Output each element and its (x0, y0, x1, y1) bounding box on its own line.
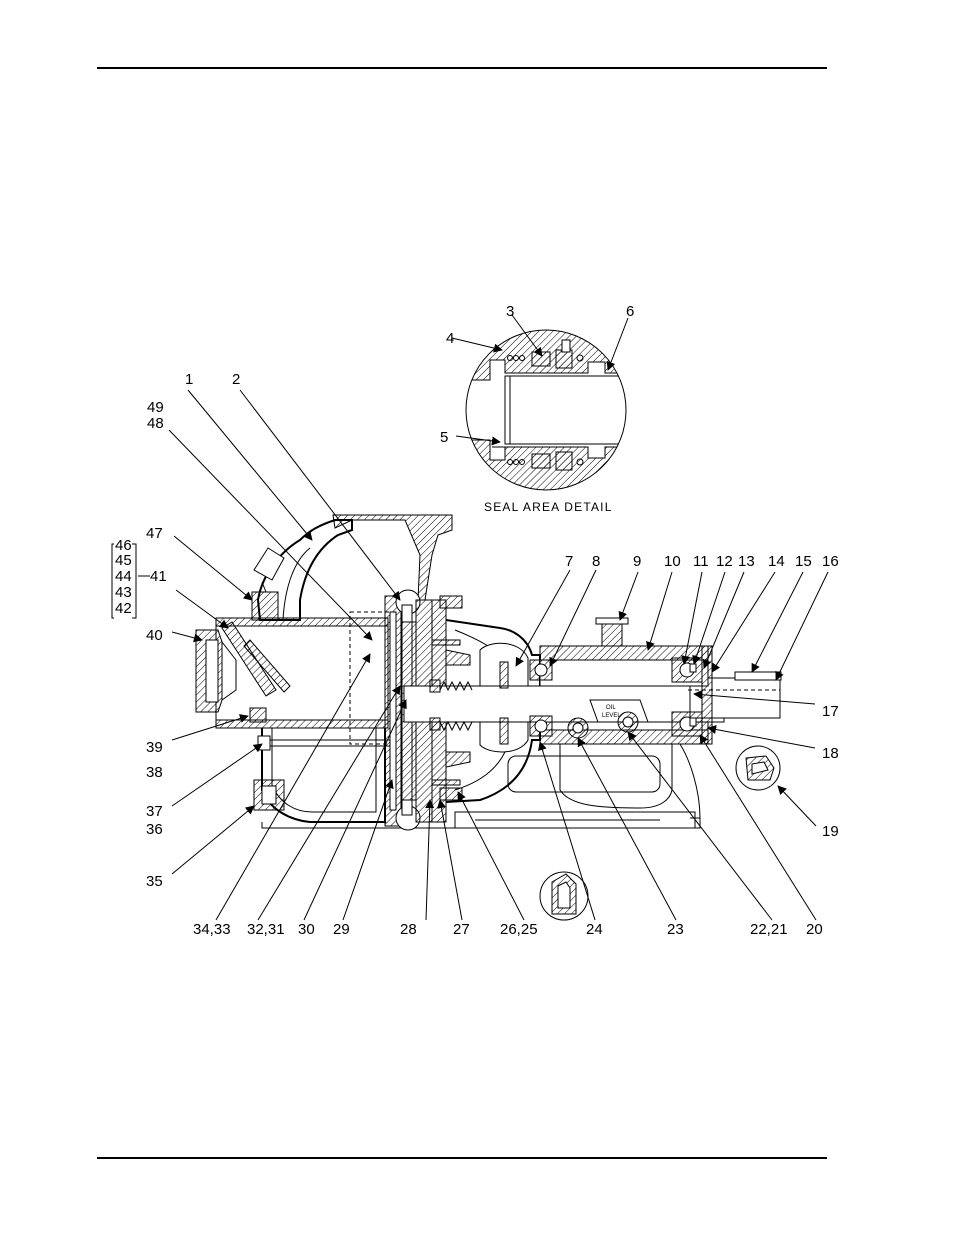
callout-30: 30 (298, 921, 315, 938)
callout-14: 14 (768, 553, 785, 570)
callout-6: 6 (626, 303, 634, 320)
callout-34-33: 34,33 (193, 921, 231, 938)
callout-13: 13 (738, 553, 755, 570)
callout-18: 18 (822, 745, 839, 762)
callout-12: 12 (716, 553, 733, 570)
callout-9: 9 (633, 553, 641, 570)
callout-19: 19 (822, 823, 839, 840)
callout-17: 17 (822, 703, 839, 720)
callout-42: 42 (115, 600, 132, 617)
callout-7: 7 (565, 553, 573, 570)
callout-45: 45 (115, 552, 132, 569)
callout-29: 29 (333, 921, 350, 938)
callout-3: 3 (506, 303, 514, 320)
callout-5: 5 (440, 429, 448, 446)
callout-10: 10 (664, 553, 681, 570)
callout-16: 16 (822, 553, 839, 570)
callout-2: 2 (232, 371, 240, 388)
callout-41: 41 (150, 568, 167, 585)
callout-48: 48 (147, 415, 164, 432)
callout-20: 20 (806, 921, 823, 938)
callout-35: 35 (146, 873, 163, 890)
callout-49: 49 (147, 399, 164, 416)
callout-15: 15 (795, 553, 812, 570)
seal-detail-24 (540, 872, 588, 920)
callout-28: 28 (400, 921, 417, 938)
callout-43: 43 (115, 584, 132, 601)
callout-26-25: 26,25 (500, 921, 538, 938)
callout-37: 37 (146, 803, 163, 820)
seal-area-detail-caption: SEAL AREA DETAIL (484, 500, 613, 514)
callout-44: 44 (115, 568, 132, 585)
callout-38: 38 (146, 764, 163, 781)
callout-23: 23 (667, 921, 684, 938)
callout-32-31: 32,31 (247, 921, 285, 938)
callout-24: 24 (586, 921, 603, 938)
callout-22-21: 22,21 (750, 921, 788, 938)
callout-27: 27 (453, 921, 470, 938)
callout-47: 47 (146, 525, 163, 542)
callout-39: 39 (146, 739, 163, 756)
callout-4: 4 (446, 330, 454, 347)
callout-11: 11 (693, 553, 709, 570)
oil-level-text-line1: OIL (606, 705, 616, 711)
callout-36: 36 (146, 821, 163, 838)
seal-area-detail: SEAL AREA DETAIL (466, 330, 630, 514)
callout-8: 8 (592, 553, 600, 570)
callout-40: 40 (146, 627, 163, 644)
callout-1: 1 (185, 371, 193, 388)
seal-detail-19 (736, 746, 780, 790)
